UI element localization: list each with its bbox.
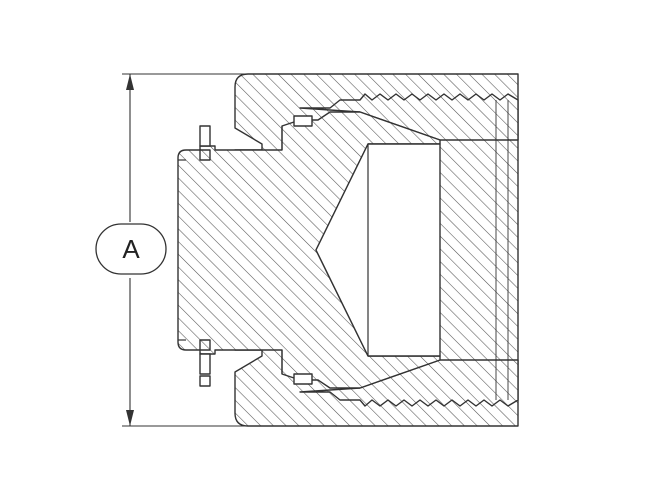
dimension-a: A xyxy=(95,73,248,427)
thread-lower xyxy=(299,359,519,407)
thread-upper xyxy=(299,93,519,141)
flange-details xyxy=(178,126,283,374)
arrow-bottom xyxy=(126,410,134,426)
seal-ring-bottom xyxy=(199,339,313,387)
arrow-top xyxy=(126,74,134,90)
seal-ring-top xyxy=(199,115,313,161)
dimension-label-box xyxy=(95,223,167,275)
inner-plug xyxy=(177,111,441,389)
dimension-label: A xyxy=(122,234,140,264)
cone-cavity xyxy=(315,143,441,357)
